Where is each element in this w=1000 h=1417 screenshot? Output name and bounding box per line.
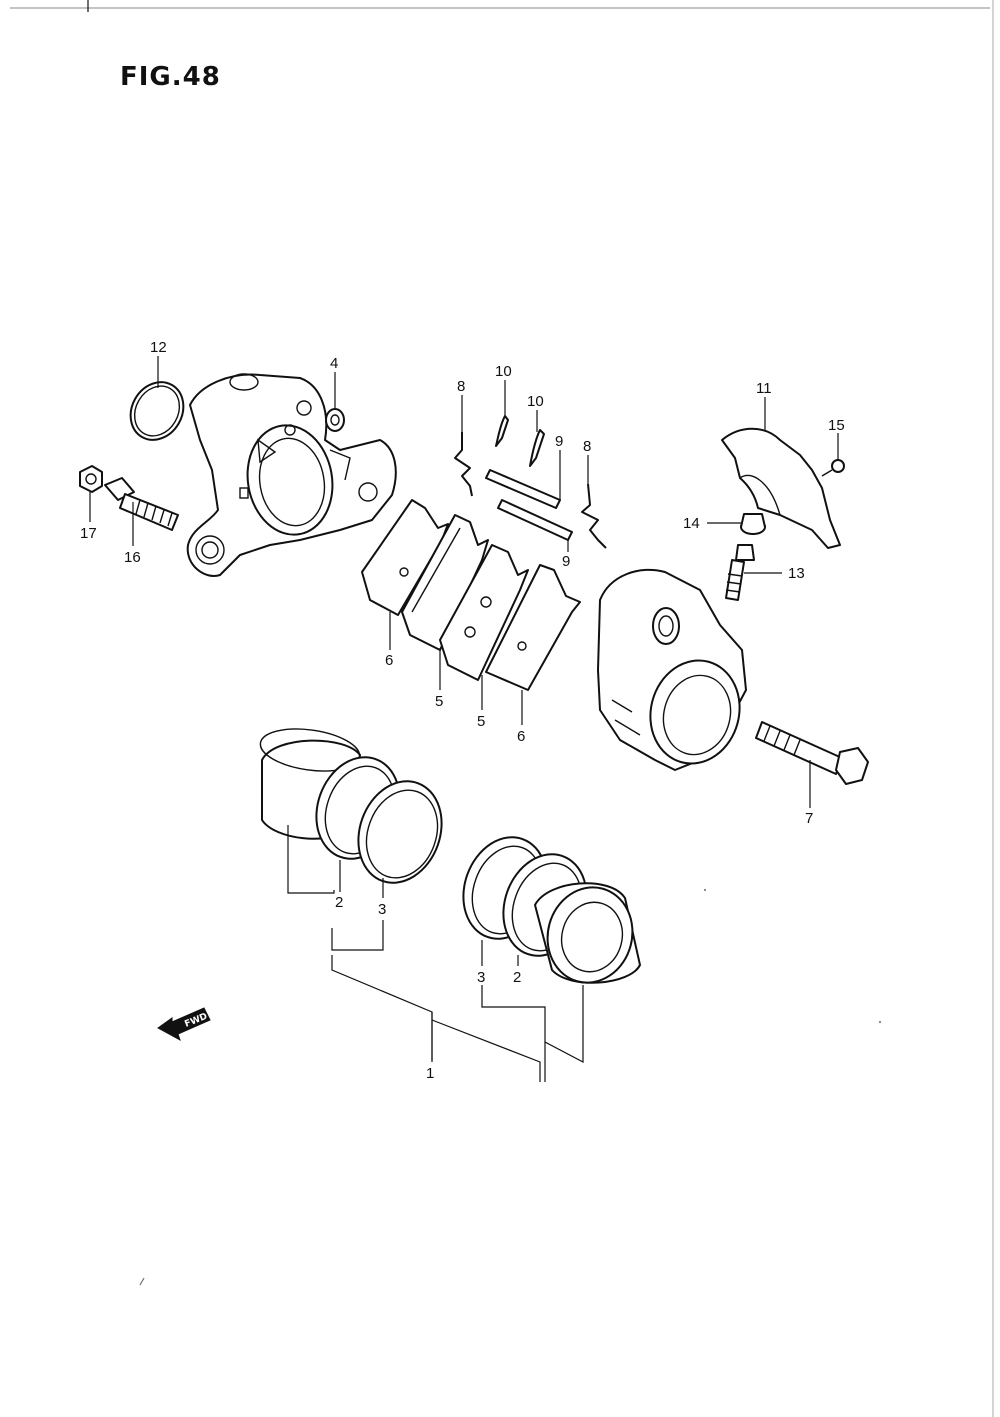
callout-6-right: 6	[517, 728, 525, 745]
part-4-bushing	[325, 408, 345, 432]
callout-6-left: 6	[385, 652, 393, 669]
callout-16: 16	[124, 549, 141, 566]
callout-9-lower: 9	[562, 553, 570, 570]
figure-title: FIG.48	[120, 62, 221, 92]
part-8-spring-left	[454, 432, 473, 497]
piston-right	[534, 882, 641, 984]
callout-2-left: 2	[335, 894, 343, 911]
part-17-nut	[79, 465, 103, 493]
callout-15: 15	[828, 417, 845, 434]
part-3-dust-seal-left	[357, 780, 443, 884]
callout-12: 12	[150, 339, 167, 356]
callout-3-left: 3	[378, 901, 386, 918]
part-7-mounting-bolt	[755, 721, 869, 785]
caliper-bracket	[186, 373, 397, 577]
part-11-pad-cover	[721, 427, 841, 549]
callout-1: 1	[426, 1065, 434, 1082]
part-8-spring-right	[581, 483, 607, 549]
callout-5-left: 5	[435, 693, 443, 710]
callout-10-right: 10	[527, 393, 544, 410]
callout-4: 4	[330, 355, 338, 372]
callout-8-right: 8	[583, 438, 591, 455]
callout-13: 13	[788, 565, 805, 582]
part-10-clip-right	[529, 429, 545, 467]
part-6-pad-shim-right	[485, 564, 581, 691]
scan-specks	[139, 889, 881, 1286]
part-5-pad-left	[401, 514, 489, 651]
part-9-pin-upper	[485, 469, 561, 509]
fwd-label: FWD	[183, 1012, 209, 1030]
callout-5-right: 5	[477, 713, 485, 730]
part-15-screw	[821, 459, 845, 477]
callout-8-left: 8	[457, 378, 465, 395]
callout-3-right: 3	[477, 969, 485, 986]
part-12-cap	[129, 381, 185, 441]
part-5-pad-right	[439, 544, 529, 681]
callout-10-left: 10	[495, 363, 512, 380]
leader-lines	[89, 356, 839, 1082]
forward-direction-arrow: FWD	[157, 1007, 211, 1042]
part-9-pin-lower	[497, 499, 573, 541]
callout-17: 17	[80, 525, 97, 542]
callout-14: 14	[683, 515, 700, 532]
callout-11: 11	[756, 380, 772, 397]
part-6-pad-shim-left	[361, 499, 449, 616]
part-13-bleeder-valve	[725, 544, 755, 601]
part-14-bleeder-cap	[740, 513, 766, 535]
callout-7: 7	[805, 810, 813, 827]
callout-9-upper: 9	[555, 433, 563, 450]
part-16-bolt	[104, 477, 179, 531]
callout-2-right: 2	[513, 969, 521, 986]
callout-numbers: 12 4 17 16 8 10 10 9 8 9 11 15 14 13 6 5…	[80, 339, 845, 1082]
caliper-body	[597, 568, 747, 771]
part-10-clip-left	[495, 415, 509, 447]
